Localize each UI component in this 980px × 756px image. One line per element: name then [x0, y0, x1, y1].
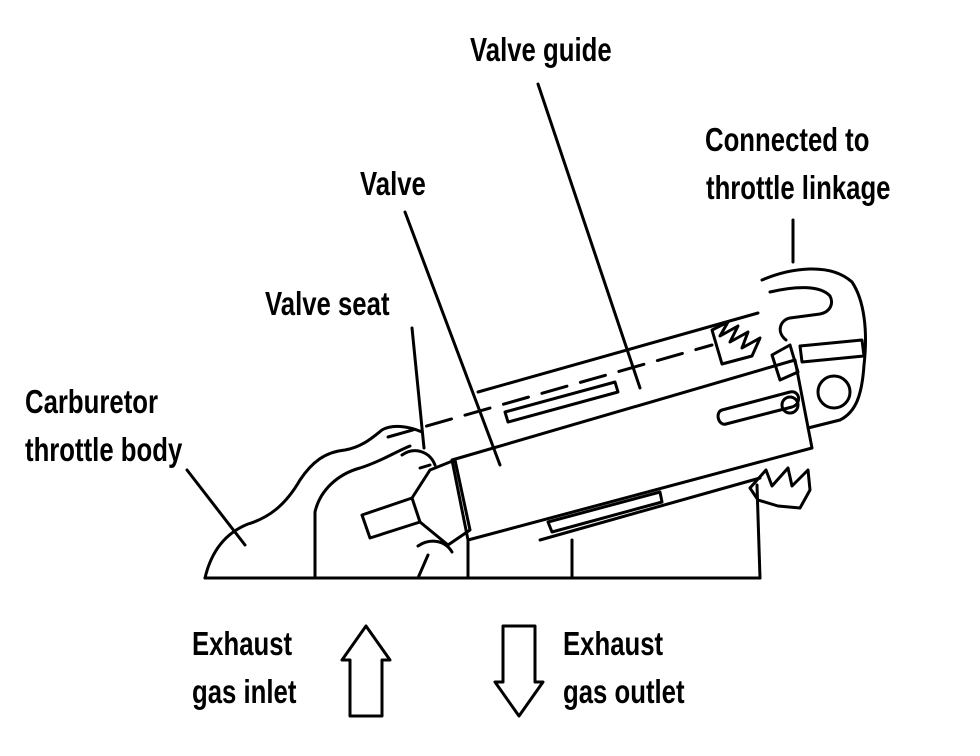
linkage-slot	[718, 392, 798, 424]
linkage-cap-inner	[770, 288, 832, 340]
label-valve-seat: Valve seat	[265, 285, 390, 322]
label-valve: Valve	[360, 165, 426, 202]
linkage-pin	[782, 397, 798, 413]
linkage-cap	[762, 269, 866, 428]
carburetor-inner-wall	[315, 446, 410, 578]
leader-valve-guide	[538, 84, 640, 388]
guide-rail-upper	[478, 313, 758, 392]
outlet-arrow-icon	[495, 626, 543, 716]
leader-carburetor	[187, 470, 245, 545]
label-outlet-line2: gas outlet	[563, 673, 685, 710]
valve-head	[412, 460, 470, 545]
guide-slot-upper	[505, 382, 618, 422]
linkage-pivot	[818, 376, 850, 408]
spring-coils-upper	[712, 322, 760, 364]
guide-dashes	[388, 345, 712, 468]
carburetor-body-outline	[205, 426, 422, 578]
label-connected-line2: throttle linkage	[706, 169, 891, 206]
label-connected-line1: Connected to	[705, 121, 870, 158]
guide-slot-lower	[548, 492, 662, 532]
valve-body	[452, 360, 812, 540]
label-carburetor-line1: Carburetor	[25, 383, 159, 420]
linkage-arm	[772, 345, 798, 380]
label-inlet-line2: gas inlet	[192, 673, 297, 710]
spring-coils-lower	[750, 468, 810, 508]
valve-seat	[402, 451, 452, 552]
guide-rail-lower	[540, 478, 760, 540]
leader-valve-seat	[412, 328, 424, 448]
label-outlet-line1: Exhaust	[563, 625, 664, 662]
leader-valve	[405, 212, 500, 465]
label-carburetor-line2: throttle body	[25, 431, 183, 468]
label-inlet-line1: Exhaust	[192, 625, 293, 662]
valve-stem-stub	[362, 498, 420, 538]
linkage-band	[800, 340, 864, 362]
label-valve-guide: Valve guide	[470, 31, 612, 68]
housing-wall-left	[418, 555, 428, 578]
inlet-arrow-icon	[342, 626, 390, 716]
